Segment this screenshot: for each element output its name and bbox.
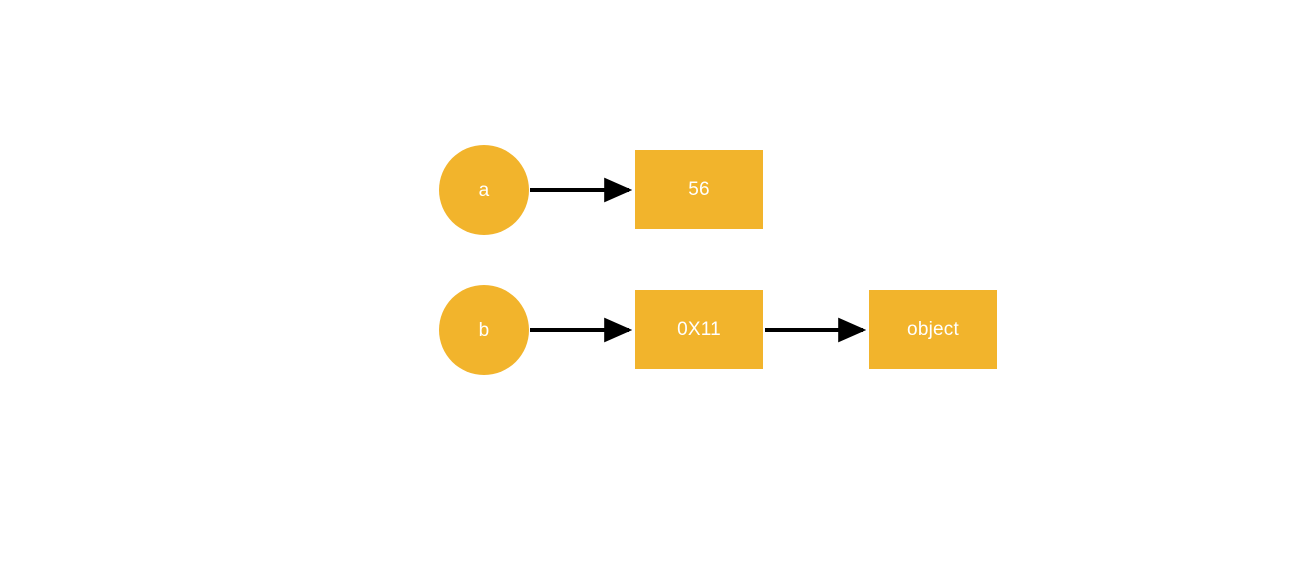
node-object-label: object bbox=[907, 319, 959, 340]
node-object[interactable]: object bbox=[869, 290, 997, 369]
node-value-56[interactable]: 56 bbox=[635, 150, 763, 229]
node-variable-b-label: b bbox=[478, 319, 490, 341]
node-variable-b[interactable]: b bbox=[439, 285, 529, 375]
node-value-56-label: 56 bbox=[688, 179, 710, 200]
node-address-0x11-label: 0X11 bbox=[677, 319, 721, 340]
node-variable-a[interactable]: a bbox=[439, 145, 529, 235]
node-variable-a-label: a bbox=[478, 179, 490, 201]
node-address-0x11[interactable]: 0X11 bbox=[635, 290, 763, 369]
